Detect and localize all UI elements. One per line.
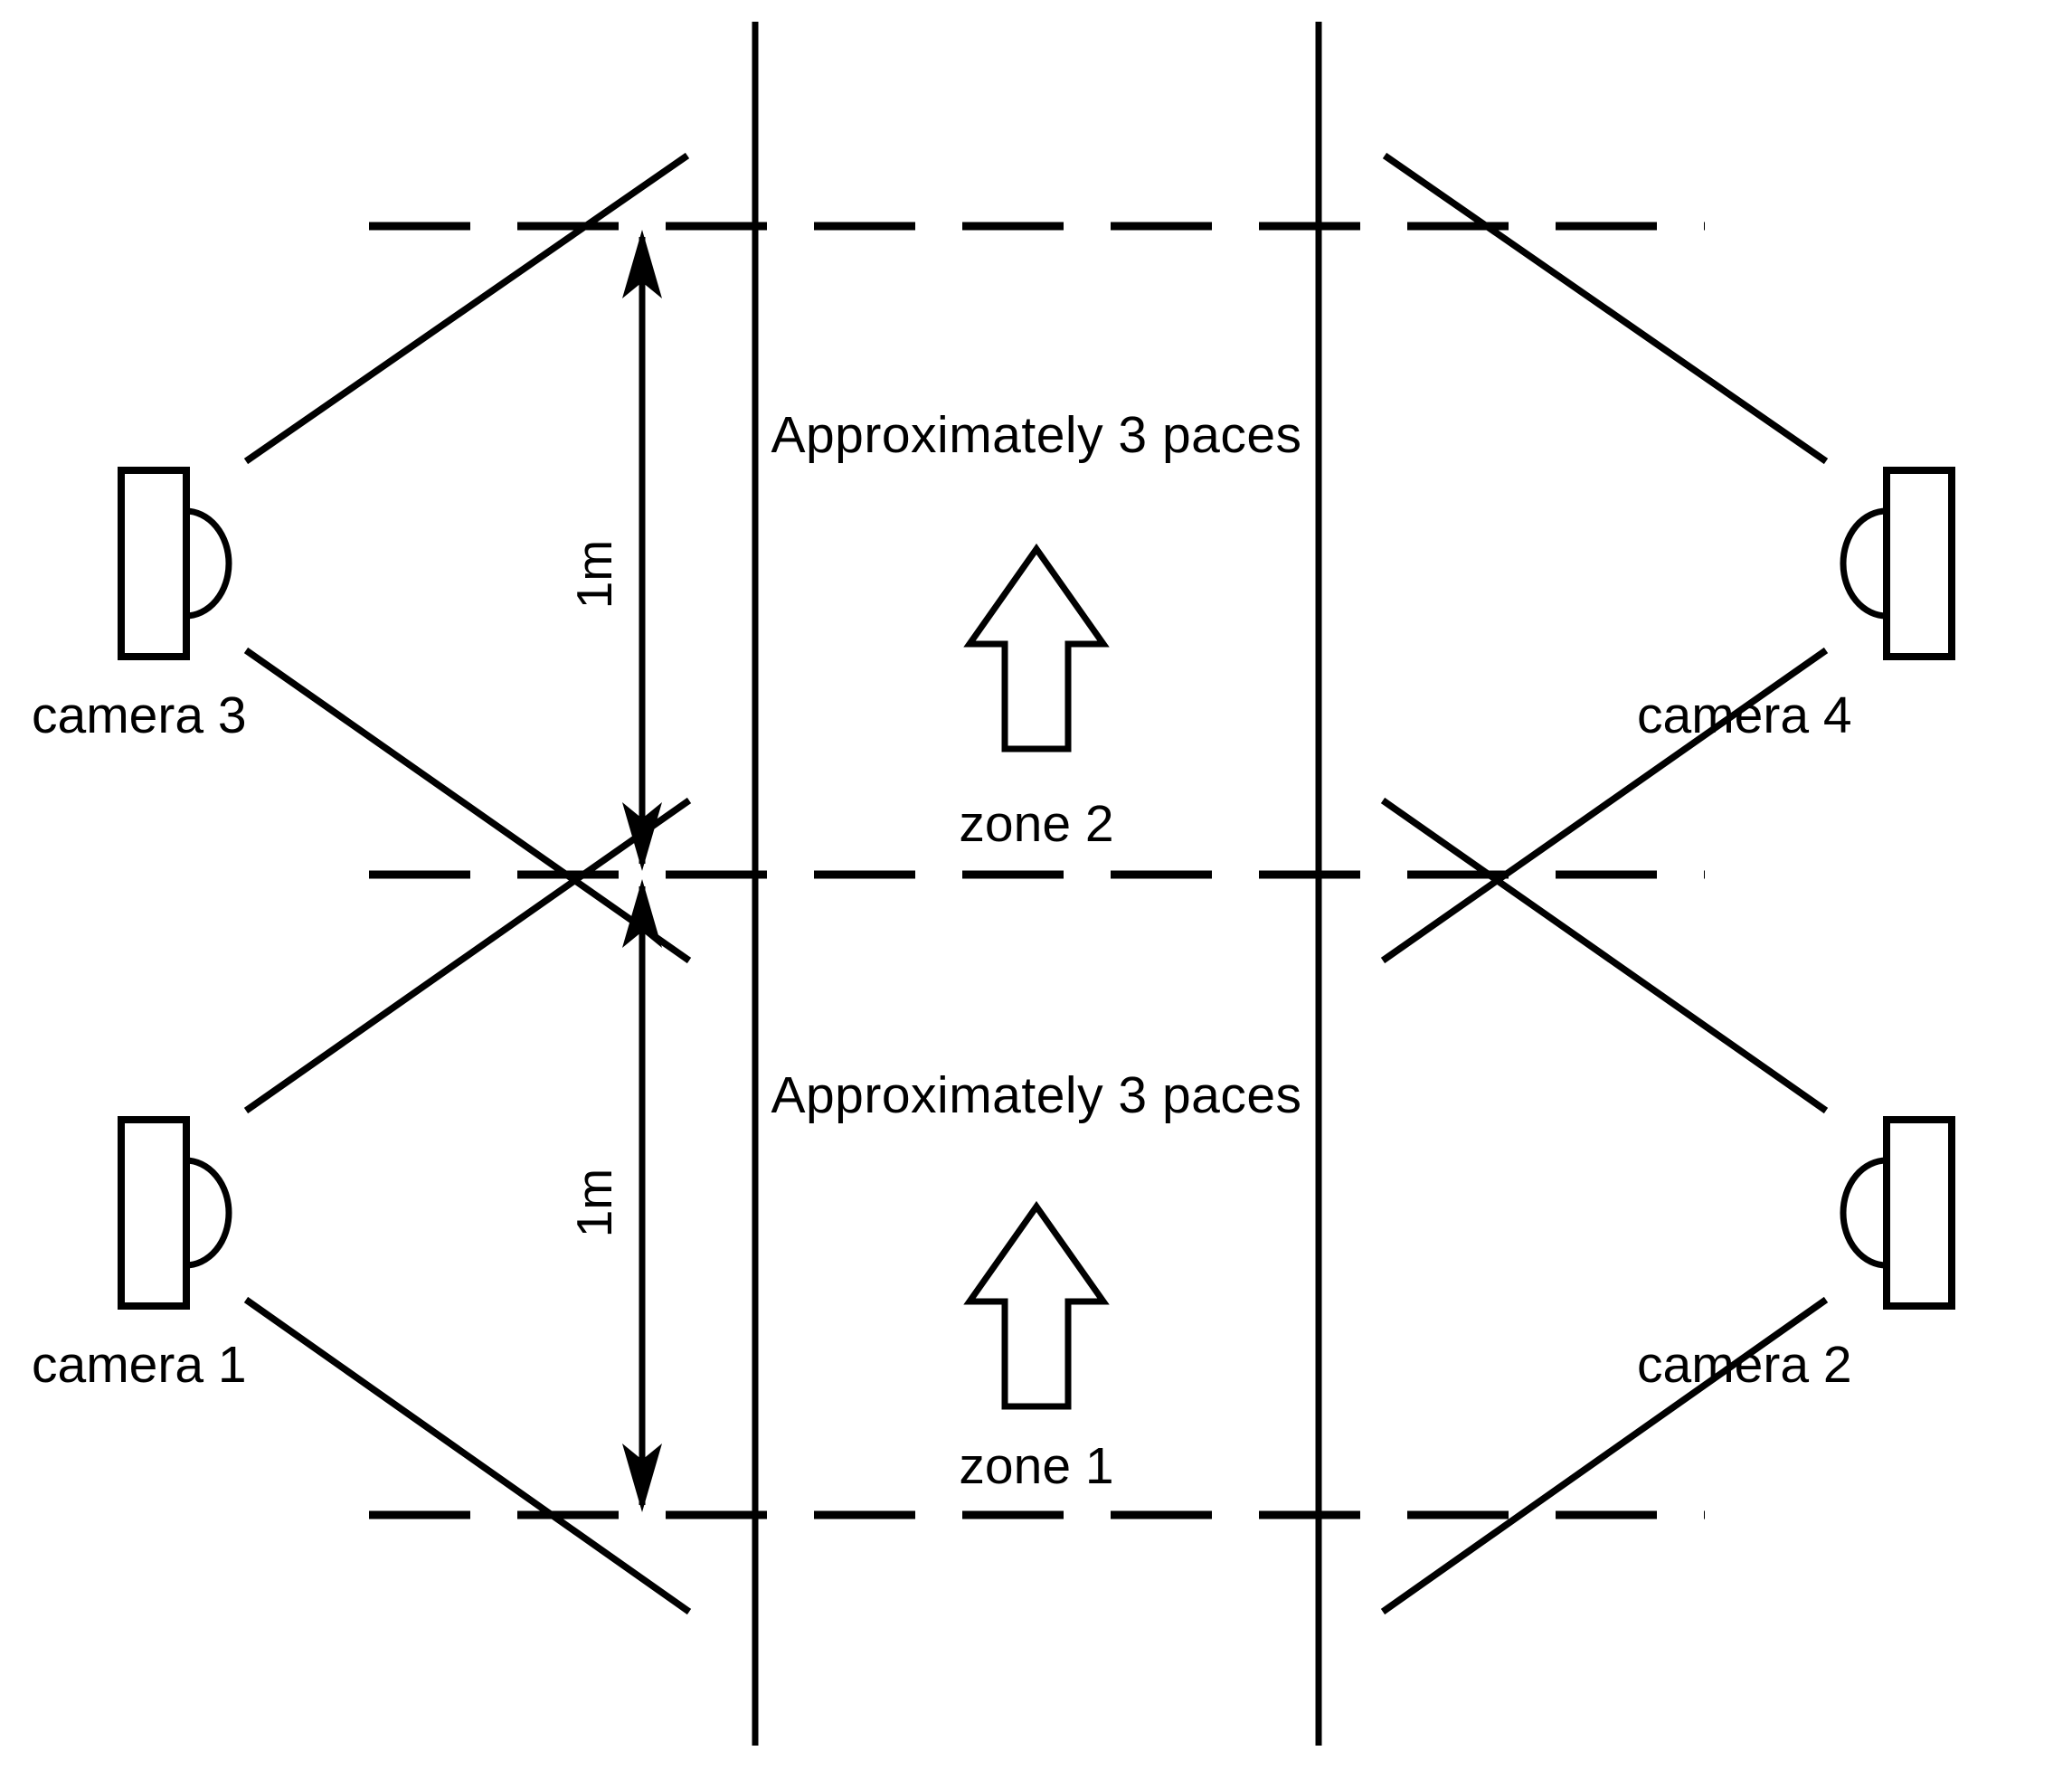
zone-2-label: zone 2: [959, 795, 1113, 853]
camera-1-body: [118, 1116, 190, 1310]
camera-4-body: [1883, 467, 1955, 660]
zone-1-paces-label: Approximately 3 paces: [771, 1066, 1301, 1124]
camera-4-cone-upper: [1382, 152, 1829, 465]
camera-3-lens: [184, 507, 232, 620]
dimension-upper-label: 1m: [566, 540, 622, 609]
camera-2-body: [1883, 1116, 1955, 1310]
camera-4-label: camera 4: [1637, 686, 1852, 744]
dimension-lower-label: 1m: [566, 1169, 622, 1237]
zone-1-arrow-shape: [963, 1200, 1110, 1410]
camera-1-lens: [184, 1157, 232, 1269]
dimension-lower-arrowhead-bottom: [622, 1443, 662, 1512]
camera-1-cone-lower: [243, 1296, 692, 1615]
dimension-upper-arrowhead-bottom: [622, 802, 662, 871]
camera-2-cone-lower: [1380, 1296, 1829, 1615]
dimension-upper-arrowhead-top: [622, 230, 662, 298]
camera-2-icon: [1840, 1116, 1955, 1310]
camera-3-label: camera 3: [32, 686, 247, 744]
camera-1-icon: [118, 1116, 232, 1310]
camera-3-cone-upper: [243, 152, 690, 465]
zone-2-arrow-shape: [963, 543, 1110, 752]
dimension-lower: 1m: [566, 879, 662, 1512]
camera-3-cone-lower: [243, 647, 692, 964]
camera-2-label: camera 2: [1637, 1336, 1852, 1394]
camera-3-icon: [118, 467, 232, 660]
camera-1-cone-upper: [243, 797, 692, 1114]
dimension-upper: 1m: [566, 230, 662, 871]
zone-1-direction-arrow-icon: [963, 1200, 1110, 1410]
camera-4-cone-lower: [1380, 647, 1829, 964]
camera-2-cone-upper: [1380, 797, 1829, 1114]
camera-4-lens: [1840, 507, 1888, 620]
camera-3-body: [118, 467, 190, 660]
zone-1-label: zone 1: [959, 1437, 1113, 1495]
zone-2-paces-label: Approximately 3 paces: [771, 406, 1301, 464]
camera-2-lens: [1840, 1157, 1888, 1269]
camera-4-icon: [1840, 467, 1955, 660]
dimension-lower-arrowhead-top: [622, 879, 662, 948]
camera-1-label: camera 1: [32, 1336, 247, 1394]
zone-2-direction-arrow-icon: [963, 543, 1110, 752]
